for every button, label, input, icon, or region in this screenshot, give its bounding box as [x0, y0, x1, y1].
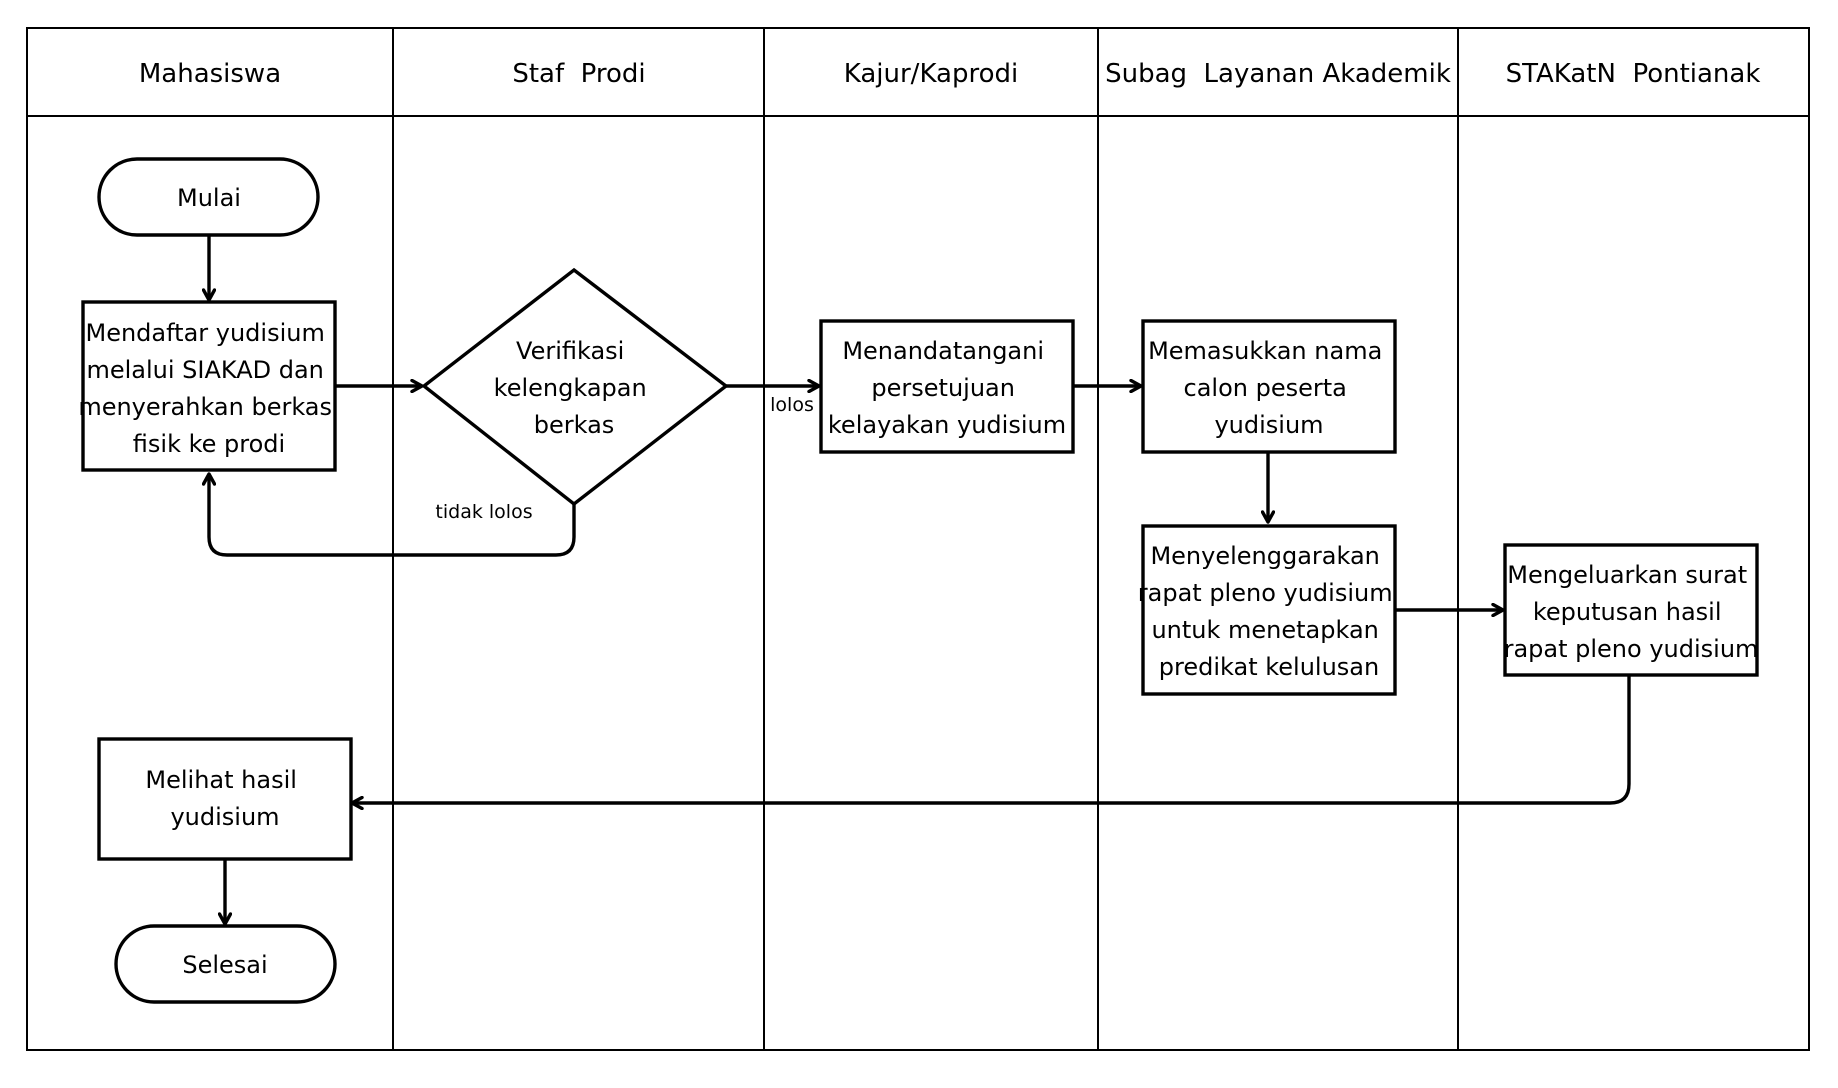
node-meeting-text: Menyelenggarakan rapat pleno yudisium un… [1138, 542, 1400, 681]
node-register-text: Mendaftar yudisium melalui SIAKAD dan me… [78, 319, 339, 458]
process-box-register [81, 300, 337, 472]
process-box-view-result [97, 737, 353, 861]
node-end-text: Selesai [182, 951, 267, 979]
node-verify: Verifikasi kelengkapan berkas [421, 267, 729, 507]
edge-label-lolos: lolos [770, 394, 814, 416]
node-end: Selesai [114, 924, 337, 1004]
node-sign: Menandatangani persetujuan kelayakan yud… [819, 319, 1075, 454]
process-box-meeting [1141, 524, 1397, 696]
process-box-sign [819, 319, 1075, 454]
lane-title-kajur-kaprodi: Kajur/Kaprodi [844, 59, 1018, 89]
node-start: Mulai [97, 157, 320, 237]
decision-diamond-verify [421, 267, 729, 507]
node-register: Mendaftar yudisium melalui SIAKAD dan me… [78, 300, 339, 472]
terminator-start [97, 157, 320, 237]
diagram-frame [26, 27, 1810, 1051]
node-meeting: Menyelenggarakan rapat pleno yudisium un… [1138, 524, 1400, 696]
arrow-decree-to-view-result [352, 675, 1631, 803]
node-verify-text: Verifikasi kelengkapan berkas [494, 337, 655, 439]
node-decree-text: Mengeluarkan surat keputusan hasil rapat… [1504, 561, 1759, 663]
node-input-names: Memasukkan nama calon peserta yudisium [1141, 319, 1397, 454]
lane-title-stakatn-pontianak: STAKatN Pontianak [1506, 59, 1761, 89]
node-sign-text: Menandatangani persetujuan kelayakan yud… [828, 337, 1066, 439]
node-start-text: Mulai [177, 184, 241, 212]
process-box-input-names [1141, 319, 1397, 454]
lane-title-mahasiswa: Mahasiswa [139, 59, 281, 89]
arrow-verify-fail-to-register [209, 474, 576, 557]
node-view-result-text: Melihat hasil yudisium [145, 766, 304, 831]
terminator-end [114, 924, 337, 1004]
node-input-names-text: Memasukkan nama calon peserta yudisium [1148, 337, 1390, 439]
node-decree: Mengeluarkan surat keputusan hasil rapat… [1503, 543, 1759, 677]
edge-label-tidak-lolos: tidak lolos [435, 501, 532, 523]
process-box-decree [1503, 543, 1759, 677]
lane-title-staf-prodi: Staf Prodi [512, 59, 645, 89]
lane-title-subag-layanan-akademik: Subag Layanan Akademik [1105, 59, 1451, 89]
node-view-result: Melihat hasil yudisium [97, 737, 353, 861]
